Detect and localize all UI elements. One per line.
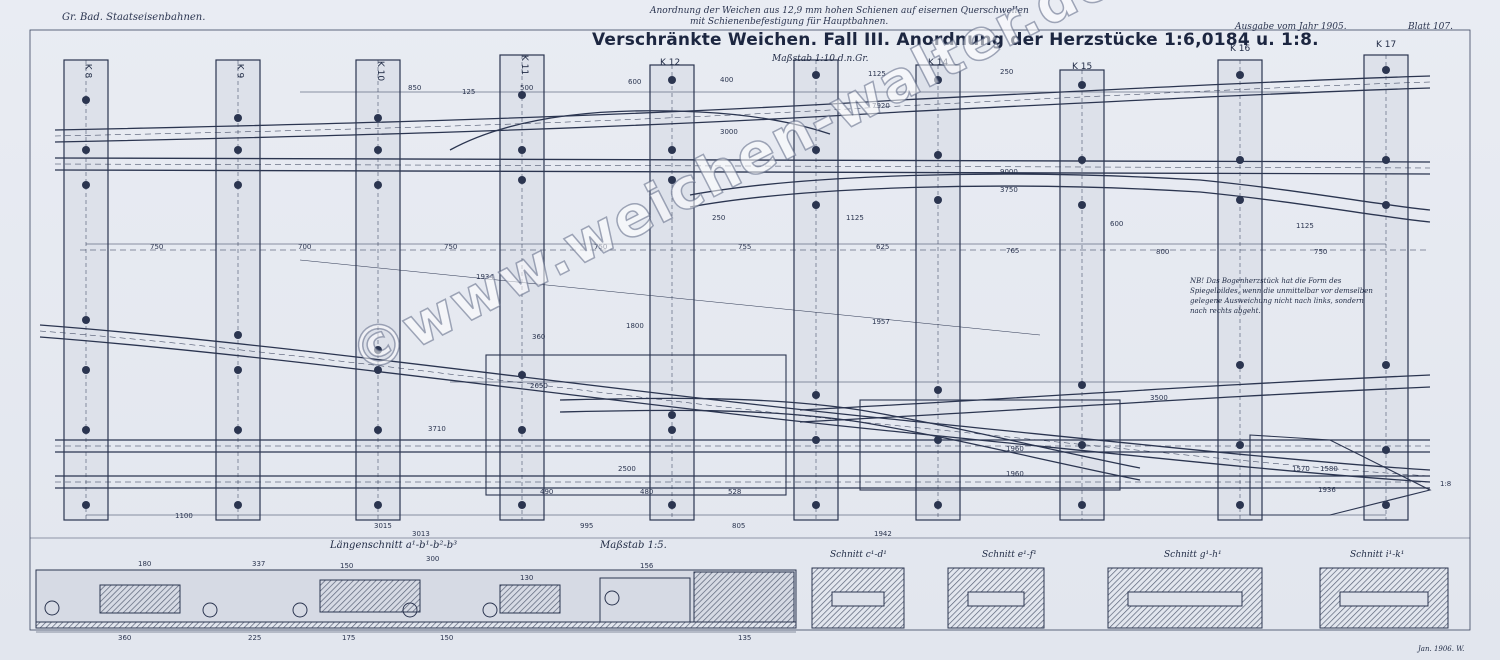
rail-top-upper — [54, 75, 1431, 131]
header-railway-name: Gr. Bad. Staatseisenbahnen. — [62, 12, 206, 23]
section-dimension: 156 — [640, 562, 654, 570]
dimension-label: 480 — [640, 488, 654, 496]
dimension-label: 1960 — [1006, 470, 1024, 478]
dimension-label-ratio: 1:8 — [1440, 480, 1452, 488]
dimension-label: 3013 — [412, 530, 430, 538]
dimension-label: 750 — [150, 243, 164, 251]
drawing-title: Verschränkte Weichen. Fall III. Anordnun… — [592, 30, 1319, 50]
header-subtitle-line2: mit Schienenbefestigung für Hauptbahnen. — [690, 17, 889, 27]
dimension-label: 805 — [732, 522, 746, 530]
dimension-label: 1957 — [872, 318, 890, 326]
dimension-label: 750 — [594, 243, 608, 251]
section-dimension: 360 — [118, 634, 132, 642]
section-dimension: 130 — [520, 574, 534, 582]
dimension-label: 3750 — [1000, 186, 1018, 194]
dimension-label: 765 — [1006, 247, 1020, 255]
rails — [39, 75, 1431, 489]
sleeper-label-k8: K 8 — [82, 63, 93, 79]
dimension-label: 1125 — [846, 214, 864, 222]
dimension-label: 500 — [520, 84, 534, 92]
dimension-label: 400 — [720, 76, 734, 84]
dimension-label: 1100 — [175, 512, 193, 520]
dimension-label: 1125 — [868, 70, 886, 78]
dimension-label: 625 — [876, 243, 890, 251]
dimension-label: 2650 — [530, 382, 548, 390]
cross-section-label-g-h: Schnitt g¹-h¹ — [1164, 550, 1222, 560]
longitudinal-section-scale: Maßstab 1:5. — [600, 540, 667, 551]
header-subtitle-line1: Anordnung der Weichen aus 12,9 mm hohen … — [650, 6, 1029, 16]
section-dimension: 150 — [440, 634, 454, 642]
switch-blade — [449, 110, 831, 151]
dimension-label: 3710 — [428, 425, 446, 433]
dimension-label: 600 — [628, 78, 642, 86]
section-dimension: 225 — [248, 634, 262, 642]
dimension-label: 360 — [532, 333, 546, 341]
rail-middle-diagonal — [39, 324, 1431, 471]
dimension-label: 490 — [540, 488, 554, 496]
sleeper-label-k14: K 14 — [928, 58, 949, 68]
dimension-label: 125 — [462, 88, 476, 96]
rail-rising-branch — [799, 374, 1431, 411]
section-dimension: 135 — [738, 634, 752, 642]
frog-nose — [1249, 434, 1432, 516]
dimension-label: 750 — [1314, 248, 1328, 256]
dimension-label: 3015 — [374, 522, 392, 530]
section-dimension: 175 — [342, 634, 356, 642]
section-dimension: 337 — [252, 560, 266, 568]
section-dimension: 300 — [426, 555, 440, 563]
header-edition: Ausgabe vom Jahr 1905. — [1235, 22, 1347, 32]
sleeper-label-k17: K 17 — [1376, 40, 1397, 50]
cross-section-label-i-k: Schnitt i¹-k¹ — [1350, 550, 1405, 560]
dimension-label: 250 — [712, 214, 726, 222]
section-dimension: 150 — [340, 562, 354, 570]
rail-top-lower — [54, 157, 1431, 163]
dimension-label: 1570 — [1292, 465, 1310, 473]
dimension-label: 528 — [728, 488, 742, 496]
dimension-label: 1580 — [1320, 465, 1338, 473]
dimension-label: 1936 — [1318, 486, 1336, 494]
dimension-label: 3500 — [1150, 394, 1168, 402]
longitudinal-section — [35, 569, 797, 633]
dimension-label: 995 — [580, 522, 594, 530]
dimension-label: 1800 — [626, 322, 644, 330]
section-dimension: 180 — [138, 560, 152, 568]
cross-section-label-c-d: Schnitt c¹-d¹ — [830, 550, 887, 560]
dimension-label: 2500 — [618, 465, 636, 473]
dimension-label: 850 — [408, 84, 422, 92]
dimension-label: 755 — [738, 243, 752, 251]
sleeper-label-k12: K 12 — [660, 58, 681, 68]
drawing-note: NB! Das Bogenherzstück hat die Form des … — [1190, 277, 1373, 315]
dimension-label: 1960 — [1006, 445, 1024, 453]
drawing-frame — [29, 29, 1471, 631]
sleeper-label-k15: K 15 — [1072, 62, 1093, 72]
sleeper-k9 — [215, 59, 261, 521]
longitudinal-section-title: Längenschnitt a¹-b¹-b²-b³ — [330, 540, 458, 551]
dimension-label: 750 — [444, 243, 458, 251]
sleeper-label-k11: K 11 — [519, 54, 530, 76]
frog-plate — [485, 354, 787, 496]
header-sheet-number: Blatt 107. — [1408, 22, 1453, 32]
crossing-plate — [859, 399, 1121, 491]
dimension-label: 3000 — [720, 128, 738, 136]
rail-diverging — [689, 173, 1431, 211]
sleeper-label-k10: K 10 — [375, 60, 386, 82]
sleeper-label-k16: K 16 — [1230, 44, 1251, 54]
dimension-label: 7920 — [872, 102, 890, 110]
dimension-label: 1125 — [1296, 222, 1314, 230]
dimension-label: 250 — [1000, 68, 1014, 76]
footer-signature: Jan. 1906. W. — [1418, 645, 1465, 653]
dimension-label: 1942 — [874, 530, 892, 538]
bolts — [82, 66, 1390, 509]
drawing-scale: Maßstab 1:10 d.n.Gr. — [772, 54, 869, 64]
sleeper-k10 — [355, 59, 401, 521]
sleeper-label-k9: K 9 — [234, 63, 245, 79]
dimension-label: 800 — [1156, 248, 1170, 256]
dimension-label: 600 — [1110, 220, 1124, 228]
dimension-label: 1934 — [476, 273, 494, 281]
cross-section-label-e-f: Schnitt e¹-f¹ — [982, 550, 1037, 560]
dimension-label: 700 — [298, 243, 312, 251]
dimension-label: 9000 — [1000, 168, 1018, 176]
